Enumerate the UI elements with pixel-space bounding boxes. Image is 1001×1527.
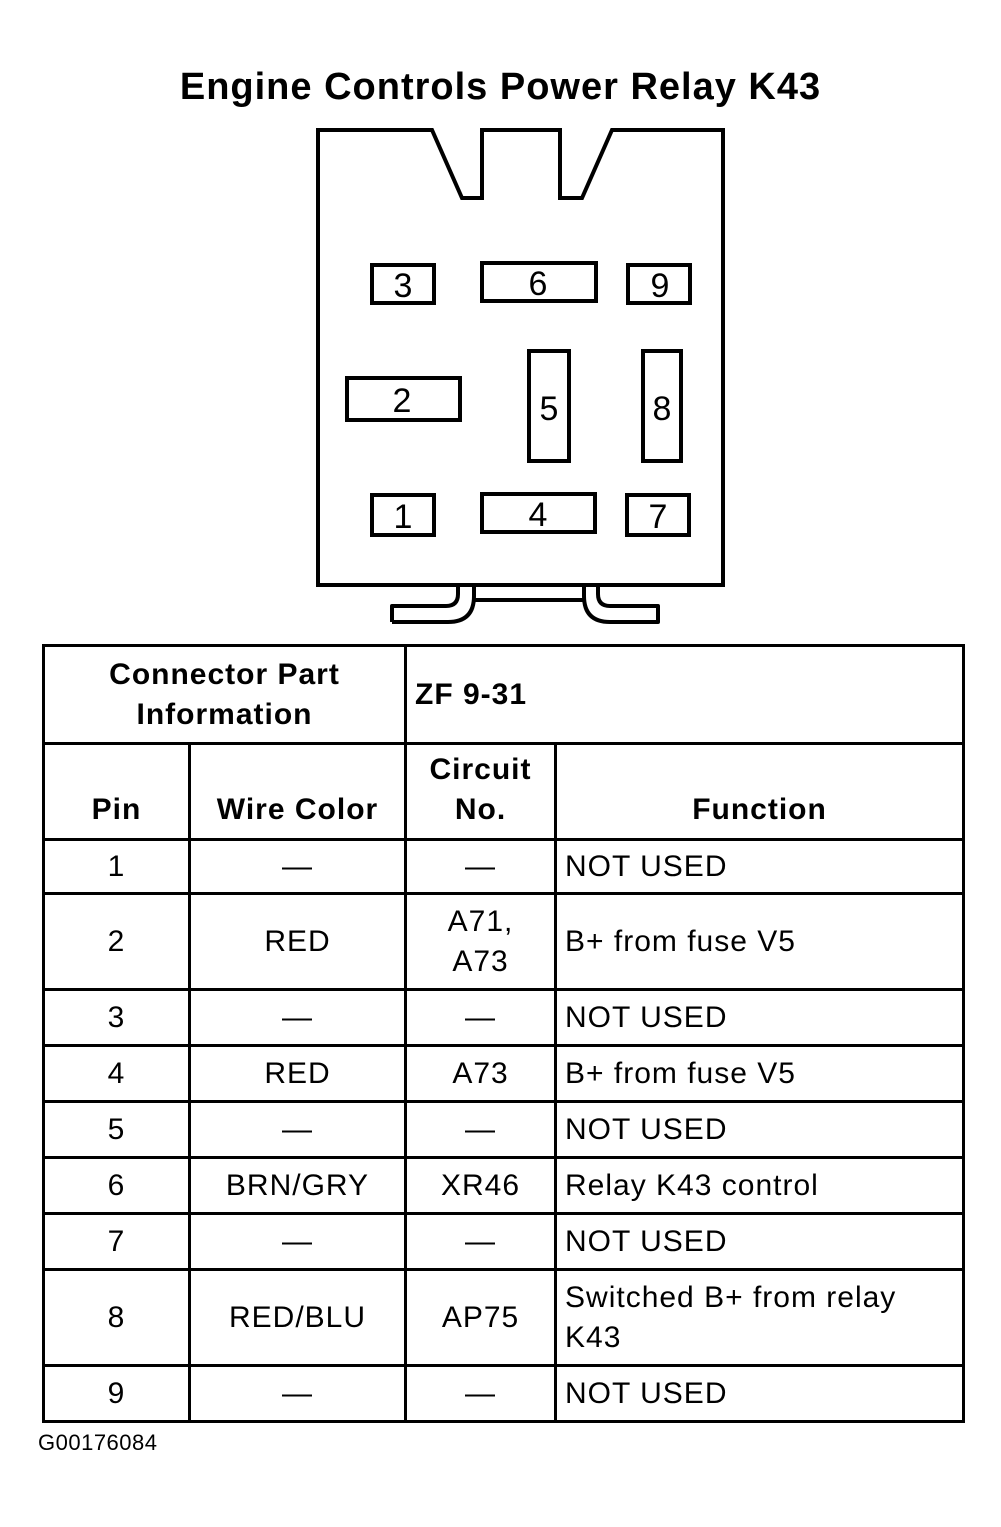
wire-color-cell: — (187, 838, 408, 895)
wire-color-cell: BRN/GRY (187, 1156, 408, 1215)
function-line: NOT USED (565, 1224, 728, 1258)
connector-pinout-table: Connector Part Information ZF 9-31 Pin W… (41, 644, 966, 1423)
circuit-cell: — (404, 838, 558, 895)
pin-cell: 6 (42, 1156, 191, 1215)
wire-color-cell: — (187, 1212, 408, 1271)
wire-color-cell: RED (187, 1044, 408, 1103)
diagram-title: Engine Controls Power Relay K43 (179, 66, 822, 108)
function-cell: NOT USED (554, 1364, 966, 1423)
pin-label: 6 (529, 265, 548, 303)
function-cell: B+ from fuse V5 (554, 1044, 966, 1103)
pin-label: 9 (651, 267, 670, 305)
circuit-cell: AP75 (404, 1268, 558, 1367)
pin-cavity-2: 2 (345, 376, 462, 422)
part-info-label: Connector Part Information (41, 644, 408, 745)
header-pin: Pin (42, 742, 191, 841)
pin-cavity-3: 3 (370, 263, 436, 305)
pin-label: 1 (394, 498, 413, 536)
pin-label: 8 (653, 390, 672, 428)
pin-cell: 3 (42, 988, 191, 1047)
pin-cavity-7: 7 (625, 493, 691, 537)
pin-cell: 8 (42, 1268, 191, 1367)
function-cell: NOT USED (554, 1212, 966, 1271)
pin-cell: 4 (42, 1044, 191, 1103)
pin-cavity-1: 1 (370, 493, 436, 537)
pin-label: 3 (394, 267, 413, 305)
circuit-line: A73 (452, 944, 509, 978)
pin-cavity-5: 5 (527, 349, 571, 463)
part-info-row: Connector Part Information ZF 9-31 (41, 644, 966, 745)
circuit-line: XR46 (440, 1168, 521, 1202)
pin-cell: 1 (42, 838, 191, 895)
circuit-line: — (465, 1224, 497, 1258)
function-cell: NOT USED (554, 1100, 966, 1159)
pin-cavity-9: 9 (626, 263, 692, 305)
circuit-cell: — (404, 1100, 558, 1159)
circuit-cell: — (404, 1364, 558, 1423)
circuit-cell: A71, A73 (404, 892, 558, 991)
wire-color-cell: — (187, 1364, 408, 1423)
pin-cell: 2 (42, 892, 191, 991)
table-row: 3——NOT USED (42, 988, 966, 1047)
pin-cell: 9 (42, 1364, 191, 1423)
connector-latch (390, 585, 660, 624)
table-row: 7——NOT USED (42, 1212, 966, 1271)
circuit-line: A71, (447, 904, 514, 938)
function-line: K43 (565, 1320, 622, 1354)
circuit-cell: — (404, 1212, 558, 1271)
pin-label: 5 (540, 390, 559, 428)
pin-cell: 5 (42, 1100, 191, 1159)
function-line: Relay K43 control (565, 1168, 819, 1202)
function-line: NOT USED (565, 1376, 728, 1410)
pin-label: 7 (649, 498, 668, 536)
function-cell: NOT USED (554, 838, 966, 895)
function-line: B+ from fuse V5 (565, 924, 796, 958)
table-row: 5——NOT USED (42, 1100, 966, 1159)
relay-connector-diagram: 3 6 9 2 5 8 1 4 7 (316, 128, 725, 624)
wire-color-cell: — (187, 1100, 408, 1159)
table-row: 1——NOT USED (42, 838, 966, 895)
pin-label: 2 (393, 382, 412, 420)
function-cell: Relay K43 control (554, 1156, 966, 1215)
column-header-row: Pin Wire Color Circuit No. Function (42, 742, 966, 841)
function-line: NOT USED (565, 1000, 728, 1034)
function-line: B+ from fuse V5 (565, 1056, 796, 1090)
table-row: 9——NOT USED (42, 1364, 966, 1423)
function-line: Switched B+ from relay (565, 1280, 897, 1314)
part-info-value: ZF 9-31 (404, 644, 966, 745)
circuit-cell: XR46 (404, 1156, 558, 1215)
circuit-cell: A73 (404, 1044, 558, 1103)
function-cell: B+ from fuse V5 (554, 892, 966, 991)
circuit-line: — (465, 1376, 497, 1410)
function-cell: NOT USED (554, 988, 966, 1047)
pin-label: 4 (529, 496, 548, 534)
figure-id: G00176084 (38, 1430, 158, 1455)
circuit-line: — (465, 1000, 497, 1034)
wire-color-cell: RED/BLU (187, 1268, 408, 1367)
function-line: NOT USED (565, 1112, 728, 1146)
circuit-line: — (465, 1112, 497, 1146)
wire-color-cell: RED (187, 892, 408, 991)
circuit-line: A73 (452, 1056, 509, 1090)
pin-cavity-4: 4 (480, 492, 597, 534)
pin-cavity-6: 6 (480, 261, 598, 303)
header-circuit-no: Circuit No. (404, 742, 558, 841)
connector-body (316, 128, 725, 587)
circuit-line: AP75 (441, 1300, 520, 1334)
header-function: Function (554, 742, 966, 841)
pin-cell: 7 (42, 1212, 191, 1271)
function-line: NOT USED (565, 849, 728, 883)
pin-cavity-8: 8 (641, 349, 683, 463)
header-wire-color: Wire Color (187, 742, 408, 841)
wire-color-cell: — (187, 988, 408, 1047)
circuit-line: — (465, 849, 497, 883)
circuit-cell: — (404, 988, 558, 1047)
